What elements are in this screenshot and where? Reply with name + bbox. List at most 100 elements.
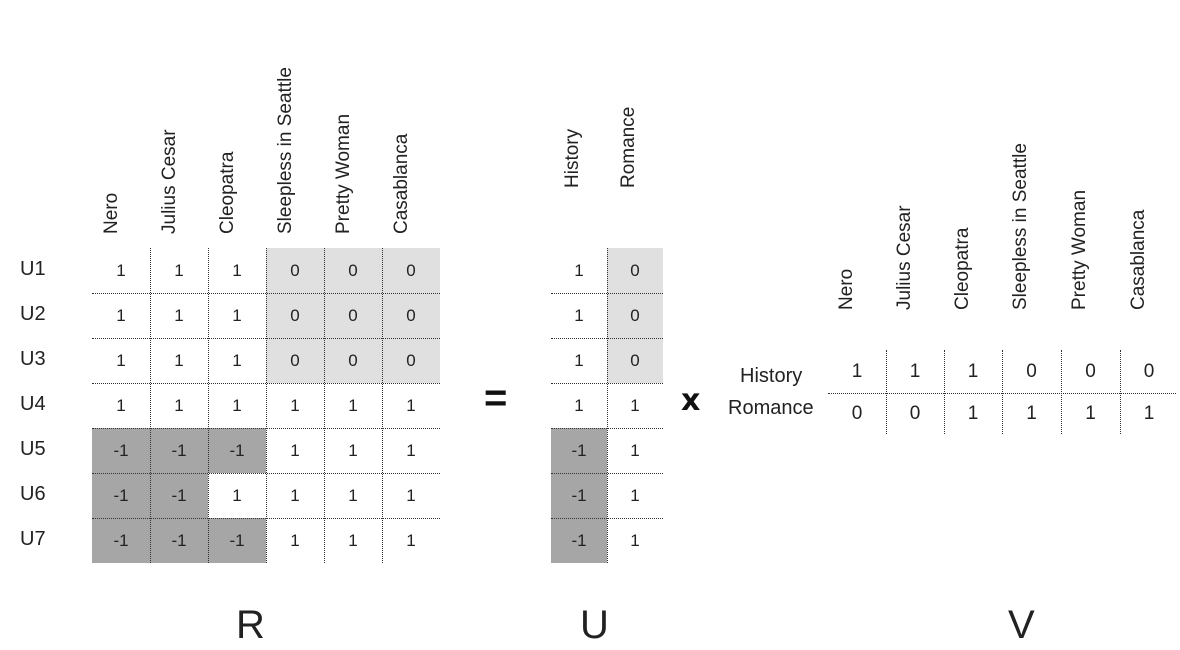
v-movie-header: Nero <box>836 268 857 310</box>
r-cell: 1 <box>232 350 242 370</box>
v-movie-header: Sleepless in Seattle <box>1010 143 1031 310</box>
r-cell: 0 <box>266 338 324 383</box>
r-cell: 1 <box>116 305 126 325</box>
r-col-divider <box>266 248 267 563</box>
v-genre-label: Romance <box>728 397 814 419</box>
r-cell: 0 <box>382 248 440 293</box>
r-col-divider <box>324 248 325 563</box>
u-cell: -1 <box>551 518 607 563</box>
u-cell: 1 <box>630 440 640 460</box>
r-cell: 1 <box>174 260 184 280</box>
r-col-divider <box>208 248 209 563</box>
v-cell: 1 <box>1026 402 1037 424</box>
u-cell: 1 <box>630 530 640 550</box>
user-label: U3 <box>20 348 46 370</box>
user-label: U6 <box>20 483 46 505</box>
r-cell: -1 <box>92 428 150 473</box>
r-cell: 1 <box>290 530 300 550</box>
r-cell: -1 <box>92 473 150 518</box>
v-col-divider <box>1002 350 1003 434</box>
u-cell: 1 <box>630 395 640 415</box>
v-col-divider <box>1120 350 1121 434</box>
v-col-divider <box>886 350 887 434</box>
v-cell: 0 <box>851 402 863 424</box>
r-cell: 0 <box>382 338 440 383</box>
u-genre-header: Romance <box>618 106 639 188</box>
r-cell: 1 <box>174 395 184 415</box>
equals-sign: = <box>484 376 508 420</box>
v-movie-header: Pretty Woman <box>1069 189 1090 310</box>
r-cell: 0 <box>324 338 382 383</box>
r-cell: 1 <box>232 395 242 415</box>
u-cell: 1 <box>574 395 584 415</box>
r-cell: 1 <box>116 260 126 280</box>
v-col-divider <box>1061 350 1062 434</box>
matrix-r-label: R <box>236 603 265 647</box>
r-cell: 1 <box>116 395 126 415</box>
r-movie-header: Julius Cesar <box>159 129 180 234</box>
r-cell: -1 <box>208 518 266 563</box>
r-cell: 1 <box>232 305 242 325</box>
r-cell: 0 <box>266 248 324 293</box>
r-cell: 0 <box>266 293 324 338</box>
v-movie-header: Julius Cesar <box>894 205 915 310</box>
r-cell: 1 <box>406 395 416 415</box>
v-cell: 0 <box>1143 360 1155 382</box>
r-cell: 1 <box>348 530 358 550</box>
r-cell: 1 <box>290 395 300 415</box>
r-cell: 1 <box>290 485 300 505</box>
r-cell: 1 <box>406 485 416 505</box>
v-cell: 0 <box>909 402 921 424</box>
user-label: U2 <box>20 303 46 325</box>
v-cell: 1 <box>967 360 979 382</box>
u-cell: 0 <box>607 293 663 338</box>
r-cell: 0 <box>382 293 440 338</box>
v-genre-label: History <box>740 365 803 387</box>
r-cell: -1 <box>150 473 208 518</box>
r-cell: 1 <box>232 485 242 505</box>
u-cell: 1 <box>574 305 584 325</box>
u-cell: 0 <box>607 248 663 293</box>
v-movie-header: Casablanca <box>1128 209 1149 310</box>
v-cell: 0 <box>1085 360 1096 382</box>
v-cell: 1 <box>1085 402 1096 424</box>
u-cell: 0 <box>607 338 663 383</box>
r-cell: 1 <box>174 350 184 370</box>
r-cell: -1 <box>150 428 208 473</box>
u-cell: -1 <box>551 428 607 473</box>
r-cell: 1 <box>406 530 416 550</box>
user-label: U5 <box>20 438 46 460</box>
r-movie-header: Cleopatra <box>217 151 238 234</box>
u-genre-header: History <box>562 128 583 188</box>
r-col-divider <box>382 248 383 563</box>
v-cell: 1 <box>909 360 921 382</box>
r-cell: 1 <box>348 395 358 415</box>
v-cell: 0 <box>1026 360 1037 382</box>
r-cell: -1 <box>208 428 266 473</box>
matrix-v-label: V <box>1008 603 1035 647</box>
r-cell: 1 <box>348 440 358 460</box>
r-cell: 1 <box>348 485 358 505</box>
v-cell: 1 <box>851 360 863 382</box>
u-cell: -1 <box>551 473 607 518</box>
r-cell: 1 <box>406 440 416 460</box>
r-cell: -1 <box>92 518 150 563</box>
r-cell: 0 <box>324 248 382 293</box>
r-movie-header: Sleepless in Seattle <box>275 67 296 234</box>
u-cell: 1 <box>574 260 584 280</box>
r-cell: 1 <box>116 350 126 370</box>
r-cell: 0 <box>324 293 382 338</box>
matrix-u-label: U <box>580 603 609 647</box>
r-cell: 1 <box>290 440 300 460</box>
v-cell: 1 <box>967 402 979 424</box>
user-label: U7 <box>20 528 46 550</box>
u-cell: 1 <box>574 350 584 370</box>
v-movie-header: Cleopatra <box>952 227 973 310</box>
v-cell: 1 <box>1143 402 1155 424</box>
user-label: U4 <box>20 393 46 415</box>
user-label: U1 <box>20 258 46 280</box>
r-movie-header: Casablanca <box>391 133 412 234</box>
r-movie-header: Nero <box>101 192 122 234</box>
u-col-divider <box>607 248 608 563</box>
times-sign: x <box>681 383 701 418</box>
